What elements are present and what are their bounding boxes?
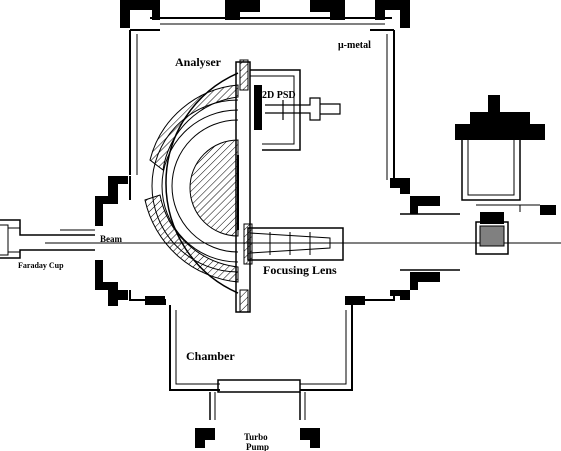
top-flanges [120,0,410,28]
right-turret [455,95,556,255]
chamber-label: Chamber [186,349,235,363]
focusing-lens [243,223,344,265]
focusing-lens-label: Focusing Lens [263,263,337,277]
mu-metal-label: μ-metal [338,40,371,51]
beam-label: Beam [100,234,122,244]
analyser-label: Analyser [175,55,222,69]
faraday-cup-assembly [0,219,95,259]
detector-housing [250,69,341,151]
faraday-cup-label: Faraday Cup [18,261,64,270]
turbo-pump-label-line2: Pump [246,442,269,451]
turbo-pump-label-line1: Turbo [244,432,268,442]
psd-detector [254,85,262,130]
psd-label: 2D PSD [262,90,296,101]
analyser [144,59,251,313]
chamber-walls [95,29,460,448]
